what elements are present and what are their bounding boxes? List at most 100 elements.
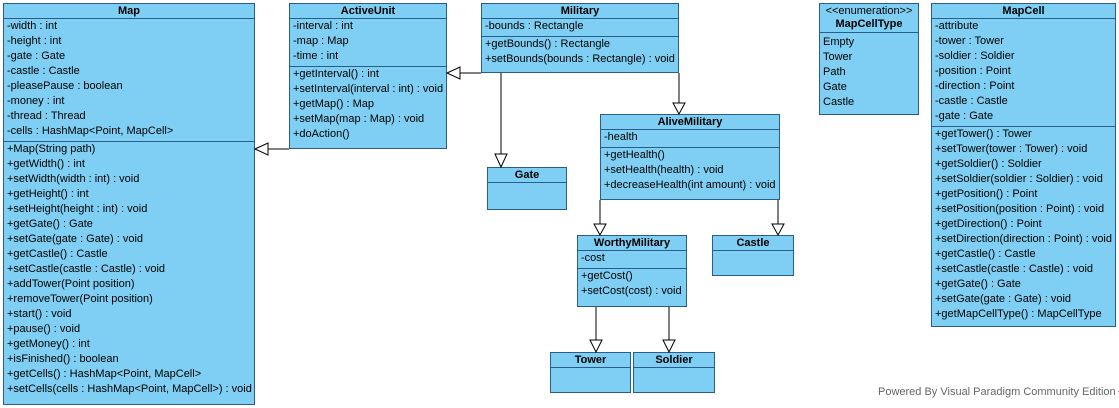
- operation: +getHeight() : int: [7, 188, 89, 200]
- attributes-section: -interval : int-map : Map-time : int: [290, 19, 446, 67]
- class-tower[interactable]: Tower: [550, 352, 631, 393]
- operation: +setTower(tower : Tower) : void: [935, 143, 1088, 155]
- operation: +getHealth(): [604, 149, 665, 161]
- class-military[interactable]: Military -bounds : Rectangle +getBounds(…: [481, 3, 679, 73]
- generalization-arrowhead: [672, 102, 686, 116]
- operation: +getCost(): [581, 270, 633, 282]
- class-map-cell[interactable]: MapCell -attribute -tower : Tower -soldier…: [931, 3, 1116, 327]
- operation: +Map(String path): [7, 143, 96, 155]
- enum-literal: Path: [823, 66, 846, 78]
- generalization-arrowhead: [494, 153, 508, 169]
- operations-section: +Map(String path) +getWidth() : int +setWi…: [4, 142, 254, 399]
- operations-section: +getHealth() +setHealth(health) : void +de…: [601, 148, 779, 195]
- generalization-arrowhead: [662, 339, 676, 354]
- operations-section: +getInterval() : int +setInterval(interva…: [290, 67, 446, 144]
- attribute: -thread : Thread: [7, 110, 86, 122]
- operation: +getMoney() : int: [7, 338, 90, 350]
- attribute: -soldier : Soldier: [935, 50, 1015, 62]
- class-name: Tower: [551, 353, 630, 368]
- generalization-arrowhead: [589, 339, 603, 354]
- operation: +setSoldier(soldier : Soldier) : void: [935, 173, 1103, 185]
- class-name: ActiveUnit: [290, 4, 446, 19]
- operation: +getBounds() : Rectangle: [485, 38, 611, 50]
- attribute: -interval : int: [293, 20, 353, 32]
- attributes-section: -cost: [578, 251, 686, 269]
- operation: +setBounds(bounds : Rectangle) : void: [485, 53, 675, 65]
- class-map[interactable]: Map -width : int -height : int -gate : Gat…: [3, 3, 255, 405]
- operation: +setGate(gate : Gate) : void: [7, 233, 144, 245]
- class-name: Soldier: [634, 353, 714, 368]
- operation: +setCastle(castle : Castle) : void: [935, 263, 1094, 275]
- operation: +getPosition() : Point: [935, 188, 1038, 200]
- operation: +getMapCellType() : MapCellType: [935, 308, 1102, 320]
- operation: +isFinished() : boolean: [7, 353, 119, 365]
- class-name: Map: [4, 4, 254, 19]
- attribute: -height : int: [7, 35, 62, 47]
- attribute: -gate : Gate: [7, 50, 66, 62]
- attributes-section: -bounds : Rectangle: [482, 19, 678, 37]
- operation: +setWidth(width : int) : void: [7, 173, 140, 185]
- operations-section: +getCost()+setCost(cost) : void: [578, 269, 686, 301]
- operation: +getWidth() : int: [7, 158, 85, 170]
- operation: +setDirection(direction : Point) : void: [935, 233, 1112, 245]
- class-name: WorthyMilitary: [578, 236, 686, 251]
- attribute: -castle : Castle: [935, 95, 1008, 107]
- operation: +setPosition(position : Point) : void: [935, 203, 1105, 215]
- attribute: -direction : Point: [935, 80, 1015, 92]
- operation: +setCells(cells : HashMap<Point, MapCell…: [7, 383, 252, 395]
- operation: +setCastle(castle : Castle) : void: [7, 263, 166, 275]
- attributes-section: -width : int -height : int -gate : Gate -ca…: [4, 19, 254, 142]
- operation: +start() : void: [7, 308, 72, 320]
- operation: +setMap(map : Map) : void: [293, 113, 425, 125]
- operation: +setHealth(health) : void: [604, 164, 724, 176]
- attribute: -gate : Gate: [935, 110, 994, 122]
- operation: +getInterval() : int: [293, 68, 379, 80]
- operation: +doAction(): [293, 128, 350, 140]
- class-name: MapCell: [932, 4, 1115, 19]
- class-name: Castle: [713, 236, 793, 251]
- enum-literal: Gate: [823, 81, 847, 93]
- operation: +setInterval(interval : int) : void: [293, 83, 444, 95]
- generalization-arrowhead: [445, 66, 461, 80]
- attribute: -money : int: [7, 95, 65, 107]
- class-active-unit[interactable]: ActiveUnit -interval : int-map : Map-tim…: [289, 3, 447, 149]
- operation: +getDirection() : Point: [935, 218, 1042, 230]
- attribute: -position : Point: [935, 65, 1011, 77]
- class-worthy-military[interactable]: WorthyMilitary -cost +getCost()+setCost(…: [577, 235, 687, 307]
- operation: +setHeight(height : int) : void: [7, 203, 148, 215]
- class-name: Gate: [488, 168, 566, 183]
- generalization-arrowhead: [593, 223, 607, 237]
- class-name: Military: [482, 4, 678, 19]
- operation: +getSoldier() : Soldier: [935, 158, 1042, 170]
- operation: +decreaseHealth(int amount) : void: [604, 179, 776, 191]
- operations-section: +getBounds() : Rectangle +setBounds(bound…: [482, 37, 678, 69]
- footer-credit: Powered By Visual Paradigm Community Edi…: [878, 385, 1119, 398]
- operation: +removeTower(Point position): [7, 293, 153, 305]
- operations-section: +getTower() : Tower +setTower(tower : Tow…: [932, 127, 1115, 324]
- attribute: -tower : Tower: [935, 35, 1004, 47]
- attribute: -map : Map: [293, 35, 349, 47]
- class-name: MapCellType: [835, 18, 903, 30]
- operation: +getMap() : Map: [293, 98, 375, 110]
- operation: +getCastle() : Castle: [935, 248, 1036, 260]
- operation: +getTower() : Tower: [935, 128, 1032, 140]
- attribute: -cells : HashMap<Point, MapCell>: [7, 125, 174, 137]
- attribute: -bounds : Rectangle: [485, 20, 584, 32]
- generalization-arrowhead: [771, 223, 785, 237]
- operation: +getCells() : HashMap<Point, MapCell>: [7, 368, 202, 380]
- attribute: -castle : Castle: [7, 65, 80, 77]
- operation: +addTower(Point position): [7, 278, 135, 290]
- class-alive-military[interactable]: AliveMilitary -health +getHealth()+setHe…: [600, 114, 780, 200]
- attribute: -width : int: [7, 20, 58, 32]
- attribute: -attribute: [935, 20, 979, 32]
- attributes-section: -health: [601, 130, 779, 148]
- attributes-section: -attribute -tower : Tower -soldier : Soldi…: [932, 19, 1115, 127]
- operation: +setGate(gate : Gate) : void: [935, 293, 1072, 305]
- class-castle[interactable]: Castle: [712, 235, 794, 276]
- attribute: -pleasePause : boolean: [7, 80, 123, 92]
- class-gate[interactable]: Gate: [487, 167, 567, 210]
- operation: +getGate() : Gate: [935, 278, 1021, 290]
- class-soldier[interactable]: Soldier: [633, 352, 715, 393]
